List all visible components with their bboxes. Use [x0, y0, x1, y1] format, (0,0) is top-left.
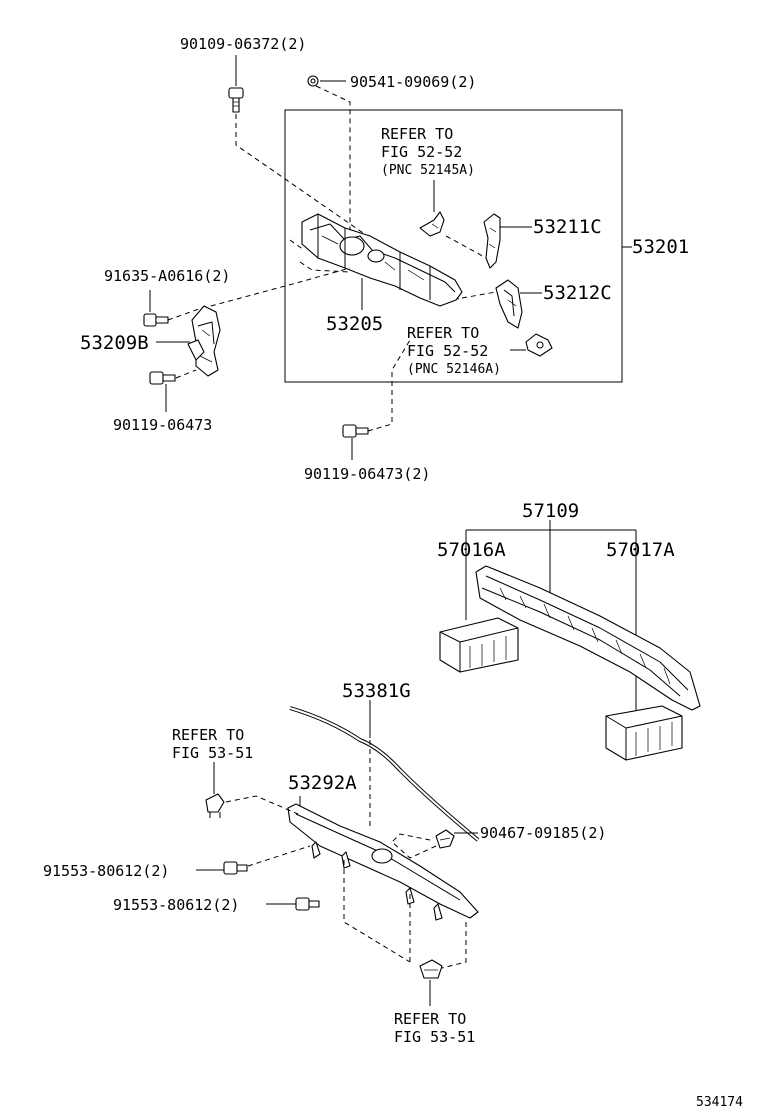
dash-52145a — [445, 235, 491, 261]
bracket-53211c-icon — [483, 213, 501, 269]
label-part-57017a: 57017A — [606, 539, 675, 561]
radiator-support-lower-group — [439, 520, 701, 761]
label-part-57109: 57109 — [522, 500, 579, 522]
bracket-52146a-icon — [525, 333, 553, 357]
dash-53-51-top — [225, 795, 299, 815]
bolt-90119-left-icon — [149, 371, 176, 385]
dash-90119-bottom — [367, 339, 411, 432]
label-part-53381g: 53381G — [342, 680, 411, 702]
clip-53-51-top-icon — [205, 793, 225, 818]
label-bolt-91553-b: 91553-80612(2) — [113, 896, 239, 914]
label-clip-90541: 90541-09069(2) — [350, 73, 476, 91]
label-ref-52146a-line2: FIG 52-52 — [407, 342, 488, 360]
dash-53205-left — [289, 239, 305, 251]
label-ref-52146a-line1: REFER TO — [407, 324, 479, 342]
duct-57016a-icon — [439, 617, 519, 673]
dash-90119-left — [175, 369, 197, 379]
label-bolt-90109: 90109-06372(2) — [180, 35, 306, 53]
label-ref-52145a-line1: REFER TO — [381, 125, 453, 143]
label-part-57016a: 57016A — [437, 539, 506, 561]
dash-90541 — [315, 85, 351, 255]
bolt-91635-icon — [143, 313, 169, 327]
bracket-53212c-icon — [495, 279, 523, 329]
label-figure-number: 534174 — [696, 1095, 743, 1110]
bolt-90119-bottom-icon — [342, 424, 369, 438]
assembly-box-53201 — [284, 109, 623, 383]
label-ref-53-51-bottom-line2: FIG 53-51 — [394, 1028, 475, 1046]
clip-53-51-bottom-icon — [419, 959, 443, 979]
duct-57017a-icon — [605, 705, 683, 761]
lower-support-57109-icon — [475, 565, 701, 711]
label-clip-90467: 90467-09185(2) — [480, 824, 606, 842]
dash-53-51-bottom-b — [441, 922, 467, 969]
dash-91553-b — [343, 860, 411, 963]
clip-90541-icon — [307, 75, 319, 87]
label-part-53211c: 53211C — [533, 216, 602, 238]
label-part-53209b: 53209B — [80, 332, 149, 354]
hood-lock-support-group — [196, 700, 480, 1006]
label-ref-53-51-bottom-line1: REFER TO — [394, 1010, 466, 1028]
dash-91635 — [167, 267, 351, 321]
label-ref-53-51-top-line2: FIG 53-51 — [172, 744, 253, 762]
label-bolt-91635: 91635-A0616(2) — [104, 267, 230, 285]
radiator-support-group — [143, 55, 632, 460]
bolt-90109-icon — [228, 87, 244, 113]
dash-91553-a — [247, 845, 311, 867]
dash-53205-left-b — [299, 261, 351, 273]
label-part-53292a: 53292A — [288, 772, 357, 794]
bolt-91553-a-icon — [223, 861, 248, 875]
bracket-52145a-icon — [419, 211, 445, 237]
label-ref-52146a-line3: (PNC 52146A) — [407, 362, 501, 377]
dash-90109 — [235, 114, 461, 301]
clip-90467-icon — [435, 829, 455, 849]
label-bolt-90119-bottom: 90119-06473(2) — [304, 465, 430, 483]
label-ref-52145a-line2: FIG 52-52 — [381, 143, 462, 161]
label-part-53205: 53205 — [326, 313, 383, 335]
label-bolt-90119-left: 90119-06473 — [113, 416, 212, 434]
label-bolt-91553-a: 91553-80612(2) — [43, 862, 169, 880]
label-part-53212c: 53212C — [543, 282, 612, 304]
bolt-91553-b-icon — [295, 897, 320, 911]
dash-90467 — [391, 833, 437, 859]
dash-53212c — [461, 291, 497, 299]
radiator-support-53205-icon — [301, 213, 463, 307]
label-part-53201: 53201 — [632, 236, 689, 258]
support-53292a-icon — [287, 803, 479, 921]
label-ref-52145a-line3: (PNC 52145A) — [381, 163, 475, 178]
label-ref-53-51-top-line1: REFER TO — [172, 726, 244, 744]
bracket-53209b-icon — [187, 305, 221, 377]
